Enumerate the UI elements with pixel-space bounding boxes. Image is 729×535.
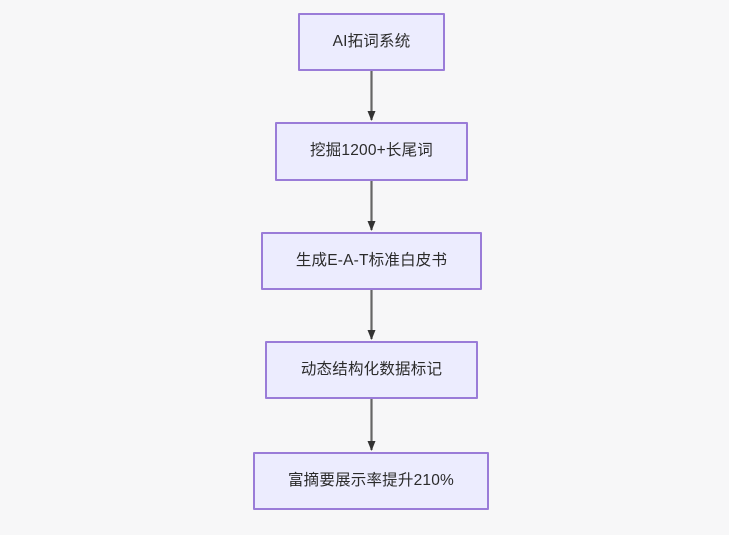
flow-node-rich-snippet-rate-increase[interactable]: 富摘要展示率提升210% [253,452,489,510]
flow-node-dynamic-structured-data-markup[interactable]: 动态结构化数据标记 [265,341,478,399]
node-label: 动态结构化数据标记 [300,360,443,378]
node-label: 挖掘1200+长尾词 [309,142,434,160]
flow-node-ai-keyword-system[interactable]: AI拓词系统 [298,13,445,71]
flow-node-generate-eat-whitepaper[interactable]: 生成E-A-T标准白皮书 [261,232,482,290]
node-label: 生成E-A-T标准白皮书 [295,251,448,269]
node-label: 富摘要展示率提升210% [287,471,455,489]
flow-node-mine-longtail-keywords[interactable]: 挖掘1200+长尾词 [275,122,468,181]
node-label: AI拓词系统 [332,32,411,50]
